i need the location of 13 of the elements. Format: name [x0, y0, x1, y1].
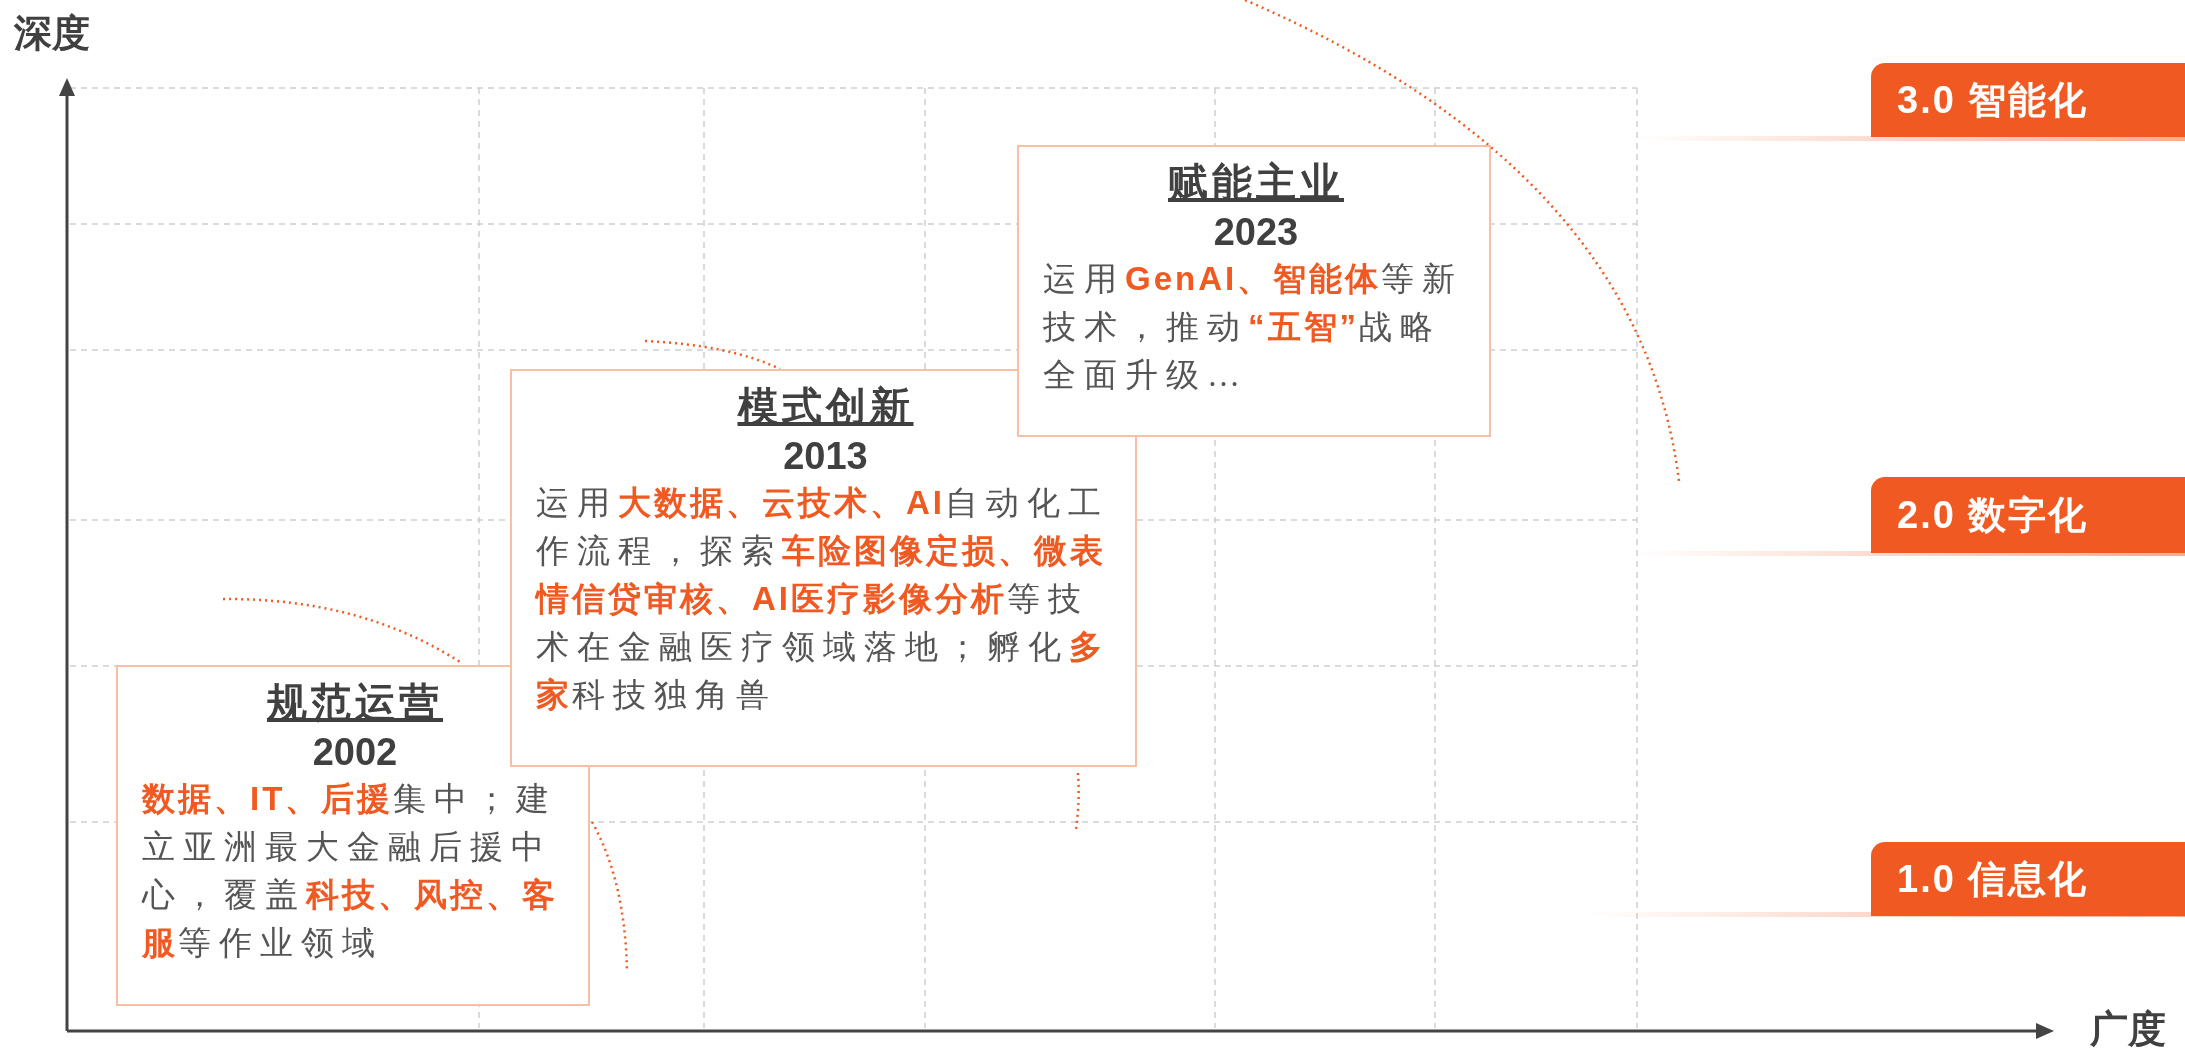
year-text: 2002 — [312, 730, 398, 775]
stage-tab: 2.0 数字化 — [1871, 477, 2185, 553]
card-title: 模式创新 — [737, 383, 914, 431]
year-text: 2023 — [1213, 210, 1299, 255]
stage-tab: 1.0 信息化 — [1871, 842, 2185, 916]
axis-label: 深度 — [14, 11, 90, 56]
card-title: 赋能主业 — [1168, 159, 1344, 207]
axis-label: 广度 — [2090, 1007, 2166, 1051]
stage-tab: 3.0 智能化 — [1871, 63, 2185, 137]
milestone-card — [1017, 145, 1491, 437]
year-text: 2013 — [783, 434, 868, 479]
description-text: 数据、IT、后援集中；建立亚洲最大金融后援中心，覆盖科技、风控、客服等作业领域 — [142, 779, 559, 963]
card-title: 规范运营 — [267, 679, 443, 727]
